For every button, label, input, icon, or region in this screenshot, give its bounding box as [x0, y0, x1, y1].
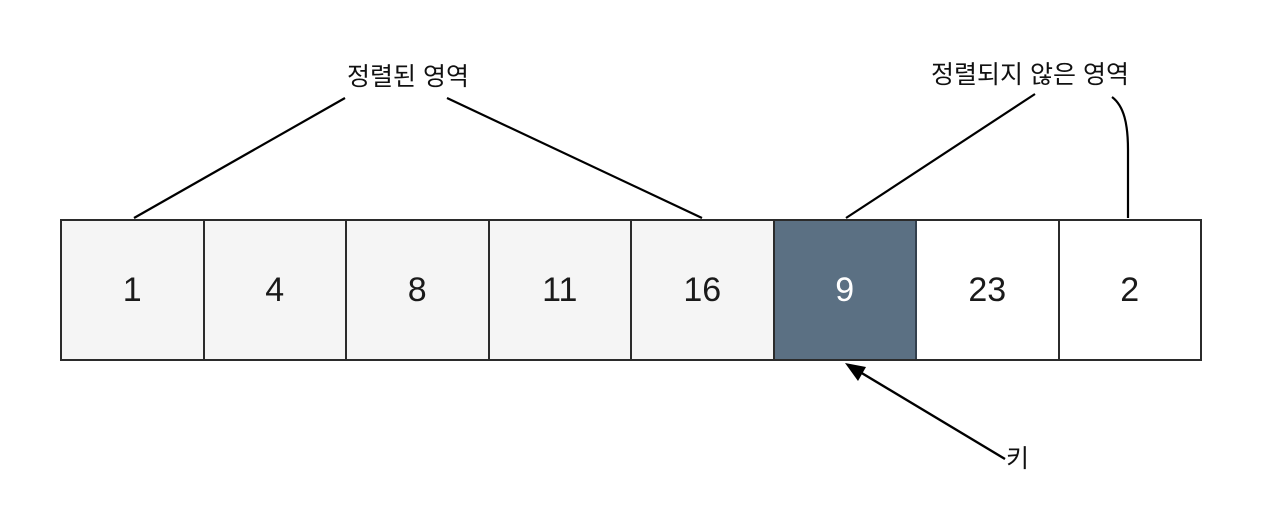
unsorted-region-right-connector-curve [1111, 96, 1130, 218]
key-arrowhead-icon [845, 363, 866, 381]
sorted-region-label: 정렬된 영역 [347, 63, 469, 91]
key-label: 키 [1006, 445, 1030, 473]
array-cell-unsorted: 23 [917, 221, 1060, 359]
key-arrow-line [859, 370, 1006, 461]
array-row: 1 4 8 11 16 9 23 2 [60, 219, 1202, 361]
unsorted-region-left-connector-line [845, 93, 1036, 219]
array-cell-key: 9 [774, 221, 917, 359]
array-cell-sorted: 16 [632, 221, 775, 359]
sorted-region-left-connector-line [133, 97, 346, 219]
array-cell-sorted: 8 [347, 221, 490, 359]
array-cell-sorted: 1 [62, 221, 205, 359]
array-cell-sorted: 11 [489, 221, 632, 359]
array-cell-unsorted: 2 [1059, 221, 1200, 359]
array-cell-sorted: 4 [204, 221, 347, 359]
sorted-region-right-connector-line [446, 97, 703, 219]
unsorted-region-label: 정렬되지 않은 영역 [931, 61, 1129, 89]
